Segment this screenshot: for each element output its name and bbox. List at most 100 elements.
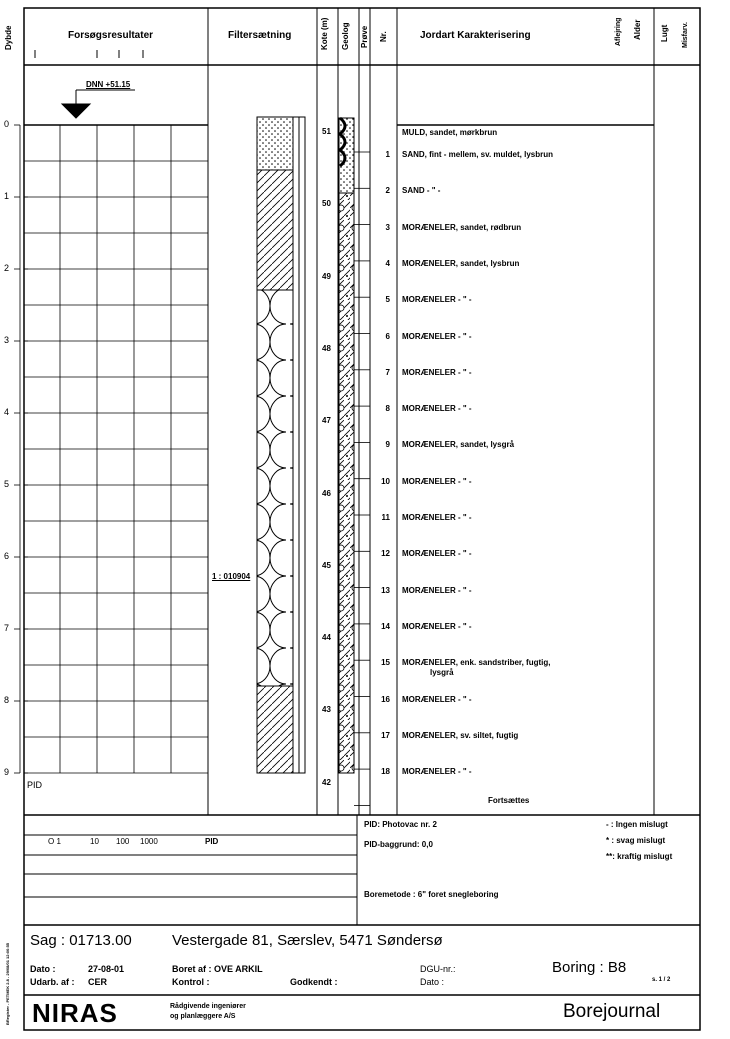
sample-number: 6	[385, 331, 390, 341]
sample-description: SAND, fint - mellem, sv. muldet, lysbrun	[402, 150, 553, 159]
kote-tick-label: 48	[322, 343, 331, 353]
sample-description-cont: lysgrå	[430, 668, 454, 678]
sample-description: MORÆNELER - " -	[402, 549, 472, 559]
sample-description: MORÆNELER - " -	[402, 331, 472, 341]
sample-description: MORÆNELER - " -	[402, 513, 472, 522]
deposit-header: Aflejring	[615, 17, 622, 46]
pid-instrument: PID: Photovac nr. 2	[364, 820, 437, 829]
sample-number: 16	[381, 694, 390, 704]
depth-tick-label: 4	[4, 407, 10, 417]
sample-header: Prøve	[360, 25, 369, 48]
sample-number: 9	[385, 440, 390, 450]
site-address: Vestergade 81, Særslev, 5471 Søndersø	[172, 932, 443, 949]
sample-description: MORÆNELER - " -	[402, 367, 472, 377]
sample-number: 5	[385, 295, 390, 305]
boring-id: Boring : B8	[552, 959, 627, 976]
legend-strong: **: kraftig mislugt	[606, 852, 673, 861]
dgu-number: DGU-nr.:	[420, 964, 456, 974]
kote-tick-label: 43	[322, 705, 331, 715]
sample-description: MORÆNELER - " -	[402, 621, 472, 631]
sample-number: 18	[381, 767, 390, 777]
depth-tick-label: 8	[4, 695, 10, 705]
drilling-method: Boremetode : 6" foret snegleboring	[364, 890, 499, 899]
sample-description: MORÆNELER - " -	[402, 295, 472, 305]
page-number: s. 1 / 2	[652, 977, 671, 983]
tests-header: Forsøgsresultater	[68, 30, 154, 41]
level-marker: DNN +51.15	[86, 80, 131, 89]
scale-1: O 1	[48, 837, 61, 846]
scale-100: 100	[116, 837, 130, 846]
pid-label: PID	[27, 780, 43, 790]
control-label: Kontrol :	[172, 977, 210, 987]
sample-number: 8	[385, 404, 390, 414]
scale-10: 10	[90, 837, 99, 846]
depth-tick-label: 1	[4, 191, 10, 201]
sample-description: SAND - " -	[402, 186, 441, 196]
sample-description: MORÆNELER - " -	[402, 585, 472, 595]
company-sub1: Rådgivende ingeniører	[170, 1003, 246, 1010]
depth-axis-label: Dybde	[4, 25, 13, 50]
depth-tick-label: 7	[4, 623, 10, 633]
depth-tick-label: 5	[4, 479, 10, 489]
top-layer-description: MULD, sandet, mørkbrun	[402, 128, 498, 137]
date2-label: Dato :	[420, 977, 445, 987]
sample-description: MORÆNELER - " -	[402, 476, 472, 486]
sample-description: MORÆNELER, sandet, lysgrå	[402, 440, 515, 450]
sample-number: 15	[381, 658, 390, 668]
depth-tick-label: 0	[4, 119, 10, 129]
soil-header: Jordart Karakterisering	[420, 30, 531, 41]
sample-number: 13	[381, 585, 390, 595]
filter-label: 1 : 010904	[212, 572, 251, 581]
pid-background: PID-baggrund: 0,0	[364, 840, 433, 849]
sample-number: 7	[385, 367, 390, 377]
sample-number: 2	[385, 186, 390, 196]
prepared-label: Udarb. af :	[30, 977, 75, 987]
document-title: Borejournal	[563, 1001, 661, 1022]
sample-description: MORÆNELER, sv. siltet, fugtig	[402, 730, 519, 740]
sample-number: 4	[385, 258, 390, 268]
sample-description: MORÆNELER, sandet, rødbrun	[402, 222, 522, 232]
sample-description: MORÆNELER - " -	[402, 694, 472, 704]
sample-number: 11	[381, 513, 390, 522]
depth-tick-label: 9	[4, 767, 10, 777]
age-header: Alder	[633, 19, 642, 40]
approved-label: Godkendt :	[290, 977, 338, 987]
sample-number: 10	[381, 476, 390, 486]
sample-description: MORÆNELER - " -	[402, 767, 472, 777]
niras-logo: NIRAS	[32, 998, 118, 1028]
sample-description: MORÆNELER, enk. sandstriber, fugtig,	[402, 658, 551, 668]
filter-header: Filtersætning	[228, 30, 292, 41]
sample-number: 12	[381, 549, 390, 559]
sample-number: 14	[381, 621, 390, 631]
kote-tick-label: 44	[322, 633, 331, 643]
case-number: Sag : 01713.00	[30, 932, 132, 949]
date-value: 27-08-01	[88, 964, 125, 974]
sample-description: MORÆNELER - " -	[402, 404, 472, 414]
kote-tick-label: 45	[322, 560, 331, 570]
kote-tick-label: 47	[322, 416, 331, 426]
kote-tick-label: 50	[322, 199, 331, 209]
scale-1000: 1000	[140, 837, 158, 846]
depth-tick-label: 3	[4, 335, 10, 345]
drilled-by: Boret af : OVE ARKIL	[172, 964, 263, 974]
scale-unit: PID	[205, 837, 219, 846]
legend-none: - : Ingen mislugt	[606, 820, 668, 829]
kote-tick-label: 46	[322, 488, 331, 498]
side-stamp: BRegister - PETMEK 2.8 - 29/08/01 12:00:…	[5, 942, 10, 1025]
discolor-header: Misfarv.	[682, 22, 689, 48]
kote-tick-label: 42	[322, 777, 331, 787]
continued-label: Fortsættes	[488, 796, 530, 805]
date-label: Dato :	[30, 964, 56, 974]
legend-weak: * : svag mislugt	[606, 836, 666, 845]
sample-number: 17	[381, 730, 390, 740]
geolog-header: Geolog	[341, 22, 350, 50]
nr-header: Nr.	[379, 31, 388, 42]
kote-tick-label: 51	[322, 127, 331, 136]
smell-header: Lugt	[660, 24, 669, 42]
sample-description: MORÆNELER, sandet, lysbrun	[402, 258, 520, 268]
company-sub2: og planlæggere A/S	[170, 1013, 236, 1020]
depth-tick-label: 6	[4, 551, 10, 561]
kote-tick-label: 49	[322, 271, 331, 281]
prepared-value: CER	[88, 977, 108, 987]
